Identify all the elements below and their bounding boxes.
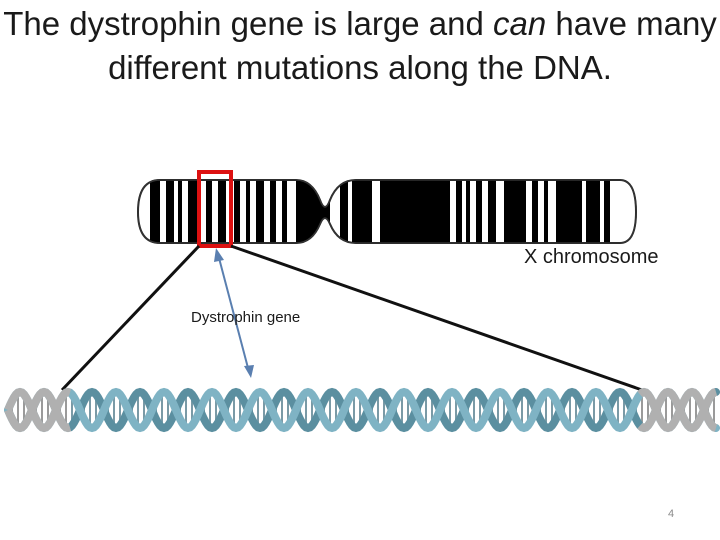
chromosome-band — [270, 180, 276, 243]
chromosome-band — [296, 180, 330, 243]
gene-pointer-arrow — [214, 248, 254, 378]
chromosome-band — [604, 180, 610, 243]
title-emphasis: can — [493, 5, 547, 42]
dystrophin-gene-label: Dystrophin gene — [191, 309, 301, 326]
chromosome-bands — [150, 180, 610, 243]
dna-strand-end — [4, 387, 72, 433]
title-text-part1: The dystrophin gene is large and — [3, 5, 493, 42]
chromosome-band — [188, 180, 198, 243]
chromosome-band — [218, 180, 226, 243]
title-text-part2: have many different mutations along the … — [108, 5, 717, 86]
chromosome-band — [150, 180, 160, 243]
zoom-line-left — [60, 244, 201, 392]
chromosome-band — [556, 180, 582, 243]
chromosome-band — [166, 180, 174, 243]
chromosome-band — [340, 180, 348, 243]
chromosome-band — [282, 180, 287, 243]
chromosome-band — [488, 180, 496, 243]
chromosome-band — [234, 180, 240, 243]
chromosome-band — [256, 180, 264, 243]
chromosome-band — [352, 180, 372, 243]
chromosome-band — [246, 180, 250, 243]
dna-strand — [4, 387, 720, 433]
chromosome-band — [466, 180, 470, 243]
chromosome-band — [476, 180, 482, 243]
chromosome-band — [206, 180, 212, 243]
dna-strand-end — [4, 387, 72, 433]
x-chromosome-label: X chromosome — [524, 246, 659, 268]
x-chromosome — [136, 179, 638, 244]
slide-title: The dystrophin gene is large and can hav… — [0, 2, 720, 90]
chromosome-band — [504, 180, 526, 243]
chromosome-band — [532, 180, 538, 243]
chromosome-band — [544, 180, 548, 243]
zoom-line-right — [230, 244, 643, 392]
gene-highlight-box — [197, 170, 233, 248]
chromosome-band — [456, 180, 462, 243]
chromosome-band — [380, 180, 450, 243]
dna-strand-end — [637, 387, 718, 433]
dna-double-helix — [4, 387, 720, 433]
slide-number: 4 — [668, 508, 675, 520]
chromosome-band — [586, 180, 600, 243]
chromosome-band — [178, 180, 182, 243]
